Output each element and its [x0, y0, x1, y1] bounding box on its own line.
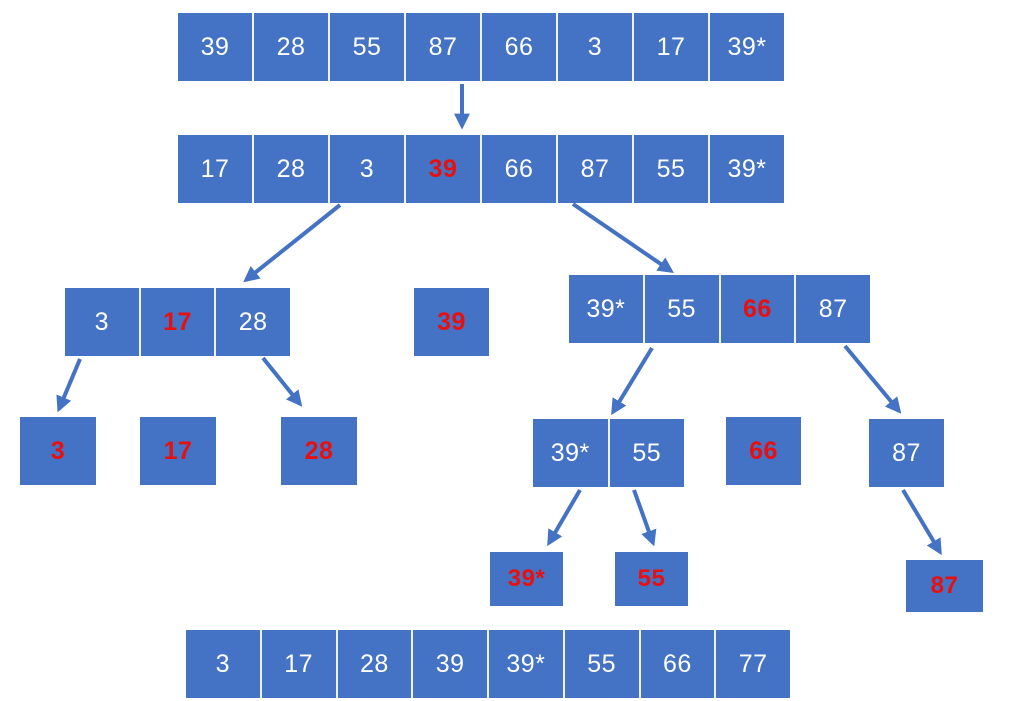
array-cell: 3 — [65, 288, 139, 356]
pair-39star-55-box: 39*55 — [533, 419, 684, 487]
array-cell: 55 — [562, 630, 639, 698]
array-cell: 66 — [718, 275, 795, 343]
array-cell: 28 — [281, 417, 357, 485]
array-cell: 28 — [252, 13, 328, 81]
array-cell: 39* — [708, 135, 784, 203]
array-cell: 55 — [632, 135, 708, 203]
element-87-box: 87 — [869, 419, 944, 487]
sorted-39star-box: 39* — [490, 552, 563, 606]
pivot-39-box: 39 — [414, 288, 489, 356]
arrow-left-3 — [56, 358, 82, 413]
array-cell: 66 — [480, 13, 556, 81]
array-cell: 87 — [869, 419, 944, 487]
array-cell: 39 — [414, 288, 489, 356]
array-cell: 28 — [335, 630, 412, 698]
array-cell: 55 — [328, 13, 404, 81]
arrow-left-28 — [261, 356, 303, 407]
array-cell: 28 — [214, 288, 291, 356]
element-66-box: 66 — [726, 417, 801, 485]
array-cell: 55 — [607, 419, 684, 487]
array-cell: 17 — [259, 630, 336, 698]
sorted-55-box: 55 — [615, 552, 688, 606]
array-cell: 3 — [328, 135, 404, 203]
array-cell: 3 — [556, 13, 632, 81]
array-cell: 39 — [411, 630, 487, 698]
array-cell: 39* — [487, 630, 563, 698]
array-cell: 55 — [642, 275, 719, 343]
array-cell: 55 — [615, 552, 688, 606]
array-cell: 39 — [178, 13, 252, 81]
array-cell: 66 — [480, 135, 556, 203]
array-cell: 17 — [632, 13, 708, 81]
array-cell: 66 — [638, 630, 715, 698]
array-cell: 87 — [404, 13, 480, 81]
array-cell: 87 — [906, 560, 983, 612]
array-cell: 17 — [178, 135, 252, 203]
array-cell: 28 — [252, 135, 328, 203]
sorted-87-box: 87 — [906, 560, 983, 612]
arrow-row2-left — [243, 203, 342, 283]
element-28-box: 28 — [281, 417, 357, 485]
array-cell: 3 — [20, 417, 96, 485]
element-17-box: 17 — [140, 417, 216, 485]
array-cell: 77 — [714, 630, 790, 698]
array-cell: 39* — [490, 552, 563, 606]
array-cell: 66 — [726, 417, 801, 485]
arrow-pair-39star — [547, 488, 582, 547]
array-cell: 39* — [708, 13, 784, 81]
arrow-row2-right — [571, 202, 674, 274]
element-3-box: 3 — [20, 417, 96, 485]
array-cell: 17 — [138, 288, 215, 356]
array-cell: 39* — [533, 419, 608, 487]
array-cell: 3 — [186, 630, 260, 698]
array-cell: 87 — [794, 275, 870, 343]
array-cell: 39 — [404, 135, 480, 203]
arrow-right-pair — [611, 346, 654, 416]
arrow-right-87 — [843, 344, 902, 414]
array-cell: 39* — [569, 275, 643, 343]
array-cell: 17 — [140, 417, 216, 485]
arrow-87-sorted87 — [901, 488, 942, 556]
array-cell: 87 — [556, 135, 632, 203]
arrow-pair-55 — [632, 489, 657, 547]
